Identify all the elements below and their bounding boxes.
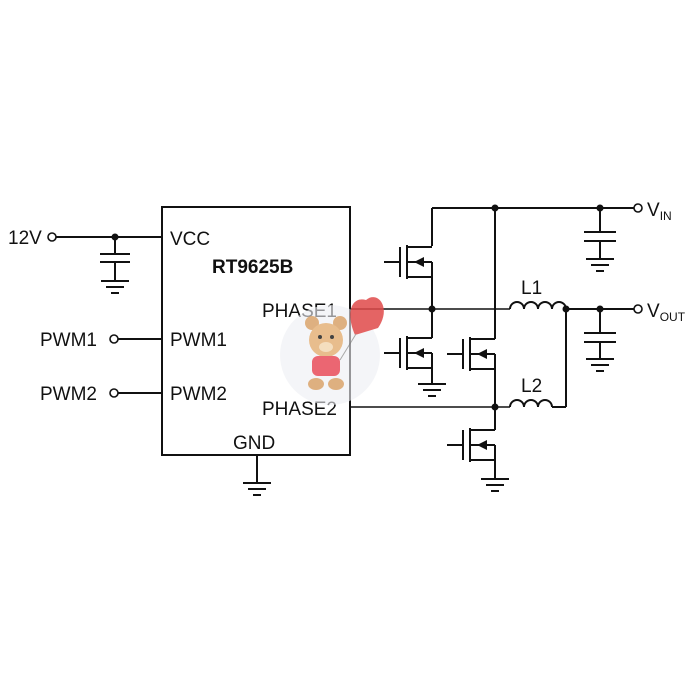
vout-label: VOUT [647, 301, 686, 324]
vin-terminal [633, 203, 643, 213]
inductor-l2-label: L2 [521, 376, 542, 397]
watermark [280, 297, 384, 405]
pin-label-pwm1: PWM1 [170, 330, 227, 351]
ground-symbol-input-cap [101, 280, 129, 294]
pwm1-input-label: PWM1 [40, 330, 97, 351]
vout-terminal [633, 304, 643, 314]
vin-junction-1 [491, 204, 499, 212]
pin-label-pwm2: PWM2 [170, 384, 227, 405]
pin-label-vcc: VCC [170, 229, 210, 250]
pin-label-phase2: PHASE2 [262, 399, 337, 420]
low-side-mosfet-phase1 [384, 309, 446, 397]
vin-capacitor [584, 208, 616, 272]
supply-terminal [47, 232, 57, 242]
input-capacitor [100, 237, 130, 280]
low-side-mosfet-phase2 [447, 407, 509, 492]
output-capacitor [584, 309, 616, 372]
pwm1-terminal [109, 334, 119, 344]
pin-label-gnd: GND [233, 433, 275, 454]
high-side-mosfet-phase2 [447, 330, 496, 407]
vin-rail [431, 207, 634, 330]
supply-label: 12V [8, 228, 42, 249]
chip-title: RT9625B [212, 257, 293, 278]
pwm2-input-label: PWM2 [40, 384, 97, 405]
pwm2-terminal [109, 388, 119, 398]
vout-junction-l [562, 305, 570, 313]
inductor-l1 [509, 301, 634, 310]
inductor-l1-label: L1 [521, 278, 542, 299]
high-side-mosfet-phase1 [384, 245, 433, 309]
chip-ground [243, 455, 271, 496]
inductor-l2 [509, 309, 567, 408]
vin-label: VIN [647, 200, 672, 223]
